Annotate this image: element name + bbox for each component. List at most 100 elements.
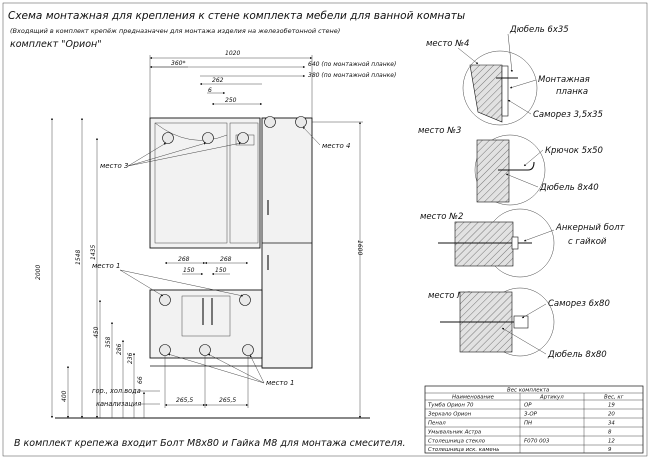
detail3-circle <box>474 134 546 206</box>
detail3-dowel-label: Дюбель 8х40 <box>539 183 599 193</box>
dim-262: 262 <box>212 77 224 84</box>
detail4-title: место №4 <box>426 39 469 49</box>
dim-1600: 1600 <box>356 240 363 255</box>
table-header-weight: Вес, кг <box>604 395 624 401</box>
detail4-screw-label: Саморез 3,5х35 <box>533 110 603 120</box>
table-cell: 12 <box>608 439 615 445</box>
detail1-plate <box>513 315 529 329</box>
dim-250: 250 <box>225 97 237 104</box>
detail2-title: место №2 <box>420 212 463 222</box>
dim-6: 6 <box>208 87 212 94</box>
table-cell: Тумба Орион 70 <box>428 403 474 409</box>
drawing-subtitle: (Входящий в комплект крепёж предназначен… <box>10 27 340 35</box>
mount-hole-place1-b <box>239 294 251 306</box>
detail2-anchor-label-1: Анкерный болт <box>555 223 626 233</box>
table-cell: F070 003 <box>524 439 550 445</box>
detail4-circle <box>462 50 538 126</box>
detail1-dowel-label: Дюбель 8х80 <box>547 350 607 360</box>
table-header-article: Артикул <box>539 395 564 401</box>
detail-place2: место №2 Анкерный болт с гайкой <box>420 208 626 278</box>
weight-table: Вес комплекта Наименование Артикул Вес, … <box>424 385 644 454</box>
label-place1-top: место 1 <box>92 262 120 270</box>
dim-265-5-left: 265,5 <box>176 397 193 404</box>
plan-labels: место 3 место 4 место 1 место 1 гор., хо… <box>92 126 350 408</box>
detail4-dowel-label: Дюбель 6х35 <box>509 25 569 35</box>
label-place3: место 3 <box>100 162 128 170</box>
dimension-lines: 1020 640 (по монтажной планке) 380 (по м… <box>35 50 396 419</box>
dim-450: 450 <box>93 326 100 338</box>
detail3-hook-label: Крючок 5х50 <box>545 146 603 156</box>
mount-hole-place1-d <box>199 344 211 356</box>
table-cell: 8 <box>608 430 612 436</box>
table-cell: 19 <box>608 403 615 409</box>
mount-hole-place4-a <box>264 116 276 128</box>
dim-380: 380 (по монтажной планке) <box>308 72 396 79</box>
label-place1-bottom: место 1 <box>266 379 294 387</box>
dim-640: 640 (по монтажной планке) <box>308 61 396 68</box>
mount-hole-place4-b <box>295 116 307 128</box>
detail1-screw-label: Саморез 6х80 <box>548 299 610 309</box>
table-cell: ПН <box>524 421 532 427</box>
dim-150-right: 150 <box>215 267 227 274</box>
dim-265-5-right: 265,5 <box>219 397 236 404</box>
mount-hole-place1-a <box>159 294 171 306</box>
dim-268-left: 268 <box>178 256 190 263</box>
table-cell: Зеркало Орион <box>428 412 472 418</box>
mirror-door <box>229 122 259 244</box>
detail4-plate <box>501 65 509 117</box>
table-cell: З-ОР <box>524 412 538 418</box>
footer-note: В комплект крепежа входит Болт М8х80 и Г… <box>14 438 405 449</box>
detail4-wall <box>469 64 503 123</box>
label-water: гор., хол.вода <box>92 387 141 395</box>
detail4-plate-label-2: планка <box>556 87 588 97</box>
kit-name: комплект "Орион" <box>10 39 102 50</box>
dim-268-right: 268 <box>220 256 232 263</box>
dim-358: 358 <box>105 336 112 348</box>
detail4-plate-label-1: Монтажная <box>538 75 590 85</box>
detail3-wall <box>476 139 510 203</box>
table-cell: Пенал <box>428 421 446 427</box>
drawing-title: Схема монтажная для крепления к стене ко… <box>8 10 465 22</box>
label-place4: место 4 <box>322 142 350 150</box>
dim-1548: 1548 <box>75 250 82 265</box>
table-cell: ОР <box>524 403 532 409</box>
table-cell: Столешница иск. камень <box>428 447 499 453</box>
detail-place3: место №3 Крючок 5х50 Дюбель 8х40 <box>418 126 603 206</box>
basin-outline <box>181 295 231 337</box>
dim-150-left: 150 <box>183 267 195 274</box>
mount-hole-place3-a <box>162 132 174 144</box>
mirror-reflection <box>154 122 228 141</box>
detail2-wall <box>454 221 514 267</box>
table-border <box>424 385 644 454</box>
detail-place1: место №1 Саморез 6х80 Дюбель 8х80 <box>428 287 610 360</box>
label-sewer: канализация <box>96 400 141 408</box>
detail3-title: место №3 <box>418 126 461 136</box>
detail1-title: место №1 <box>428 291 471 301</box>
dim-286: 286 <box>116 343 123 355</box>
dim-66: 66 <box>137 376 144 384</box>
detail3-hook-tip <box>527 161 535 171</box>
dim-360: 360* <box>171 60 185 67</box>
mount-hole-place1-e <box>242 344 254 356</box>
mount-hole-place3-b <box>202 132 214 144</box>
table-cell: 34 <box>608 421 615 427</box>
table-cell: 9 <box>608 447 612 453</box>
table-header-name: Наименование <box>452 395 495 401</box>
dim-1020: 1020 <box>225 50 240 57</box>
table-cell: Умывальник Астра <box>428 430 481 436</box>
mount-hole-place3-c <box>237 132 249 144</box>
table-cell: 20 <box>608 412 615 418</box>
dim-400: 400 <box>61 390 68 402</box>
dim-236: 236 <box>127 352 134 364</box>
mirror-glass <box>154 122 228 244</box>
detail2-anchor-label-2: с гайкой <box>568 237 607 247</box>
dim-1435: 1435 <box>90 245 97 260</box>
furniture-elevation <box>55 116 370 419</box>
mount-hole-place1-c <box>159 344 171 356</box>
detail2-nut <box>511 236 519 250</box>
dim-2000: 2000 <box>35 265 42 280</box>
table-cell: Столешница стекло <box>428 439 486 445</box>
